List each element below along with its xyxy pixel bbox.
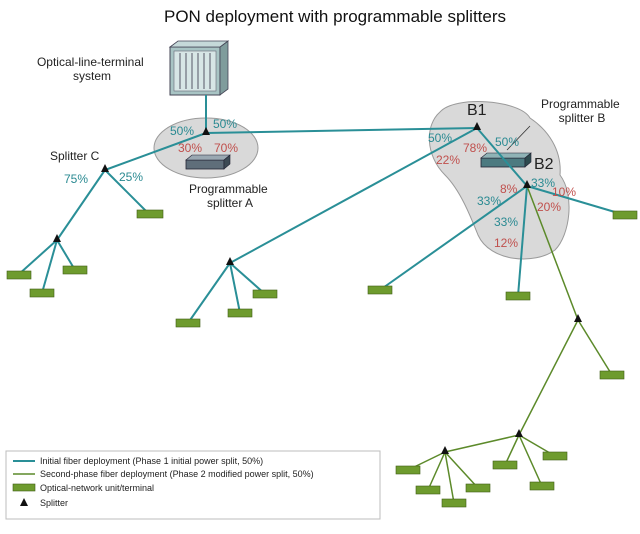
- splitter-a-label-line1: Programmable: [189, 182, 268, 196]
- pct-b2-33-left: 33%: [477, 194, 501, 208]
- splitter-icon: [53, 234, 61, 242]
- onu-box-icon: [612, 210, 638, 220]
- olt-rack-icon: [168, 40, 230, 96]
- onu-box-icon: [492, 460, 518, 470]
- pct-b1-78: 78%: [463, 141, 487, 155]
- triangle-icon: [20, 498, 28, 506]
- olt-label: Optical-line-terminal system: [37, 55, 147, 83]
- cloud-b: [428, 101, 570, 260]
- b1-label: B1: [467, 102, 487, 119]
- onu-box-icon: [529, 481, 555, 491]
- pct-c-right: 25%: [119, 170, 143, 184]
- legend-splitter-label: Splitter: [40, 498, 68, 508]
- splitter-icon: [226, 257, 234, 265]
- onu-box-icon: [252, 289, 278, 299]
- splitter-b-label-line1: Programmable: [541, 97, 620, 111]
- onu-box-icon: [29, 288, 55, 298]
- pct-b2-33-mid: 33%: [494, 215, 518, 229]
- splitter-a-label: Programmable splitter A: [189, 182, 271, 210]
- splitter-icon: [515, 429, 523, 437]
- splitter-b-label-line2: splitter B: [559, 111, 606, 125]
- legend-second-label: Second-phase fiber deployment (Phase 2 m…: [40, 469, 314, 479]
- splitter-b-label: Programmable splitter B: [541, 97, 623, 125]
- splitter-a-label-line2: splitter A: [207, 196, 253, 210]
- programmable-splitter-a-device: [185, 154, 231, 170]
- splitter-icon: [574, 314, 582, 322]
- legend-box: [5, 450, 381, 520]
- onu-box-icon: [175, 318, 201, 328]
- onu-box-icon: [367, 285, 393, 295]
- onu-box-icon: [6, 270, 32, 280]
- b2-label: B2: [534, 156, 554, 173]
- onu-box-icon: [136, 209, 164, 219]
- splitter-icon: [202, 127, 210, 135]
- pct-b2-10: 10%: [552, 185, 576, 199]
- splitter-nodes: [53, 122, 582, 454]
- pct-b2-33-top: 33%: [531, 176, 555, 190]
- olt-label-line1: Optical-line-terminal: [37, 55, 144, 69]
- pct-b1-22: 22%: [436, 153, 460, 167]
- pct-a-red-right: 70%: [214, 141, 238, 155]
- pct-a-red-left: 30%: [178, 141, 202, 155]
- pct-a-right: 50%: [213, 117, 237, 131]
- pct-b1-right: 50%: [495, 135, 519, 149]
- onu-box-icon: [441, 498, 467, 508]
- onu-nodes: [6, 209, 638, 508]
- legend-initial-label: Initial fiber deployment (Phase 1 initia…: [40, 456, 263, 466]
- splitter-icon: [523, 180, 531, 188]
- splitter-icon: [473, 122, 481, 130]
- diagram-title: PON deployment with programmable splitte…: [164, 7, 506, 26]
- onu-box-icon: [227, 308, 253, 318]
- legend-onu-label: Optical-network unit/terminal: [40, 483, 154, 493]
- onu-box-icon: [542, 451, 568, 461]
- pct-b2-12: 12%: [494, 236, 518, 250]
- splitter-c-label: Splitter C: [50, 149, 100, 163]
- pct-b1-left: 50%: [428, 131, 452, 145]
- onu-box-icon: [395, 465, 421, 475]
- onu-box-icon: [415, 485, 441, 495]
- pct-b2-20: 20%: [537, 200, 561, 214]
- legend: Initial fiber deployment (Phase 1 initia…: [5, 450, 381, 520]
- onu-box-icon: [505, 291, 531, 301]
- initial-fiber-lines: [17, 95, 626, 324]
- onu-box-icon: [599, 370, 625, 380]
- onu-box-icon: [62, 265, 88, 275]
- pct-a-left: 50%: [170, 124, 194, 138]
- pct-c-left: 75%: [64, 172, 88, 186]
- splitter-icon: [441, 446, 449, 454]
- programmable-splitter-b-device: [480, 152, 532, 168]
- splitter-icon: [101, 164, 109, 172]
- onu-box-icon: [12, 483, 36, 492]
- olt-label-line2: system: [73, 69, 111, 83]
- pct-b2-8: 8%: [500, 182, 518, 196]
- splitter-b-leader: [506, 125, 531, 151]
- onu-box-icon: [465, 483, 491, 493]
